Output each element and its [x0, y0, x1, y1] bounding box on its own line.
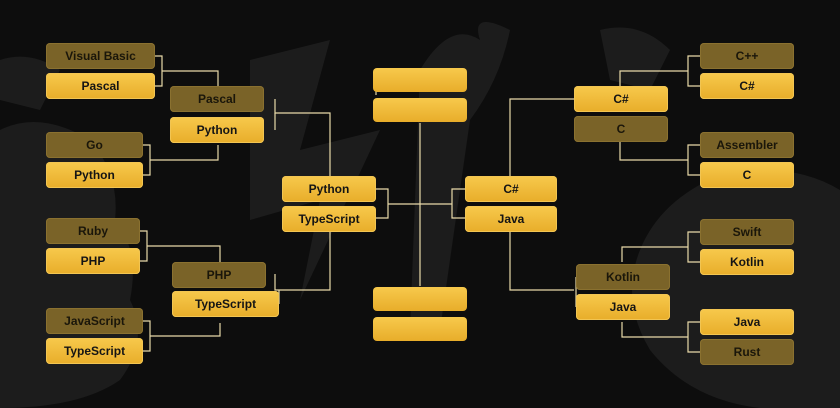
right-r1-slot-7[interactable]: Java — [700, 309, 794, 335]
right-r1-slot-5[interactable]: Swift — [700, 219, 794, 245]
right-r1-slot-4[interactable]: C — [700, 162, 794, 188]
left-r2-slot-1[interactable]: Pascal — [170, 86, 264, 112]
left-r1-slot-3[interactable]: Go — [46, 132, 143, 158]
left-r2-slot-4[interactable]: TypeScript — [172, 291, 279, 317]
right-r2-slot-3[interactable]: Kotlin — [576, 264, 670, 290]
right-r1-slot-1[interactable]: C++ — [700, 43, 794, 69]
right-r2-slot-2[interactable]: C — [574, 116, 668, 142]
right-r2-slot-1[interactable]: C# — [574, 86, 668, 112]
final-top-slot-1[interactable] — [373, 68, 467, 92]
left-r1-slot-7[interactable]: JavaScript — [46, 308, 143, 334]
left-semi-slot-1[interactable]: Python — [282, 176, 376, 202]
left-r1-slot-6[interactable]: PHP — [46, 248, 140, 274]
right-semi-slot-1[interactable]: C# — [465, 176, 557, 202]
center-lightning-emblem — [250, 40, 380, 300]
left-r1-slot-4[interactable]: Python — [46, 162, 143, 188]
right-r2-slot-4[interactable]: Java — [576, 294, 670, 320]
final-bottom-slot-1[interactable] — [373, 287, 467, 311]
final-top-slot-2[interactable] — [373, 98, 467, 122]
left-r1-slot-1[interactable]: Visual Basic — [46, 43, 155, 69]
right-r1-slot-6[interactable]: Kotlin — [700, 249, 794, 275]
left-r2-slot-3[interactable]: PHP — [172, 262, 266, 288]
final-bottom-slot-2[interactable] — [373, 317, 467, 341]
right-semi-slot-2[interactable]: Java — [465, 206, 557, 232]
right-r1-slot-8[interactable]: Rust — [700, 339, 794, 365]
left-semi-slot-2[interactable]: TypeScript — [282, 206, 376, 232]
left-r1-slot-5[interactable]: Ruby — [46, 218, 140, 244]
left-r1-slot-8[interactable]: TypeScript — [46, 338, 143, 364]
right-r1-slot-2[interactable]: C# — [700, 73, 794, 99]
right-r1-slot-3[interactable]: Assembler — [700, 132, 794, 158]
left-r1-slot-2[interactable]: Pascal — [46, 73, 155, 99]
left-r2-slot-2[interactable]: Python — [170, 117, 264, 143]
